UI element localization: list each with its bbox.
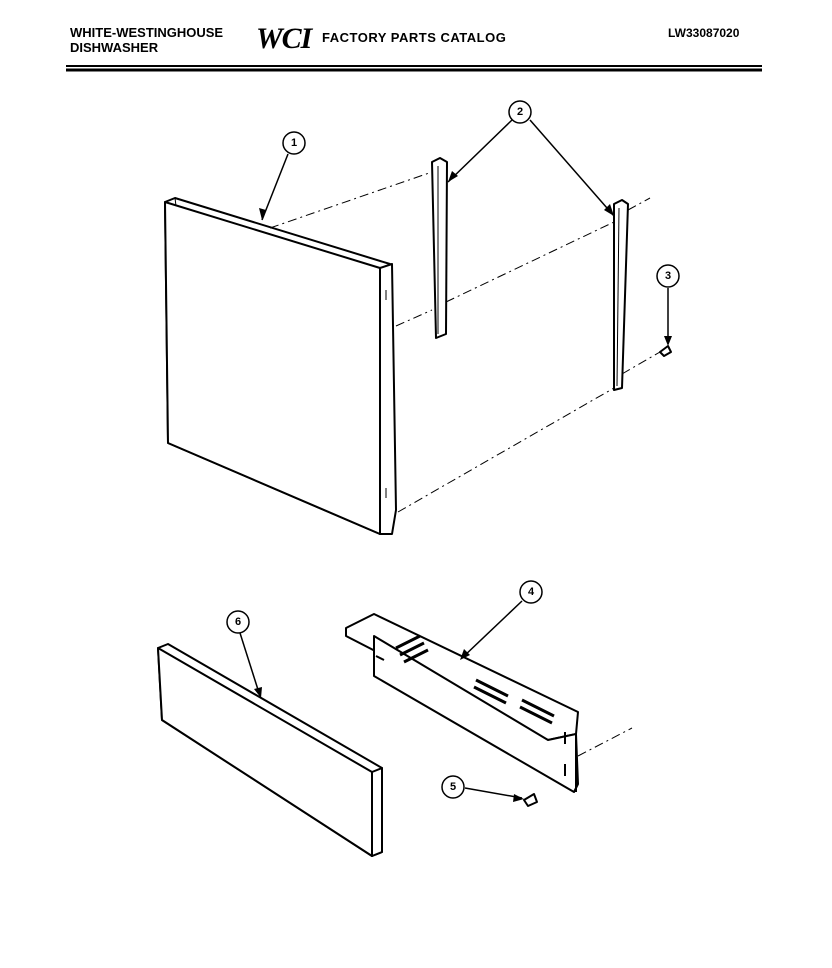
leader-lines <box>239 119 672 802</box>
callout-4: 4 <box>519 580 543 604</box>
catalog-title: FACTORY PARTS CATALOG <box>322 30 506 45</box>
callout-3: 3 <box>656 264 680 288</box>
toe-kick-bracket <box>345 613 579 793</box>
callout-1-label: 1 <box>291 137 297 149</box>
callout-6-label: 6 <box>235 616 241 628</box>
screw-5 <box>523 793 538 807</box>
callout-1: 1 <box>282 131 306 155</box>
callout-5: 5 <box>441 775 465 799</box>
trim-strips <box>431 157 629 391</box>
header: WHITE-WESTINGHOUSE DISHWASHER WCI FACTOR… <box>66 22 762 72</box>
model-number: LW33087020 <box>668 26 740 40</box>
callout-2-label: 2 <box>517 106 523 118</box>
callout-6: 6 <box>226 610 250 634</box>
wci-logo: WCI <box>256 22 314 55</box>
assembly-lines <box>269 171 661 757</box>
door-panel <box>164 197 397 535</box>
callout-2: 2 <box>508 100 532 124</box>
kick-panel <box>157 643 383 857</box>
brand-line-2: DISHWASHER <box>70 40 159 55</box>
brand-line-1: WHITE-WESTINGHOUSE <box>70 25 223 40</box>
callout-3-label: 3 <box>665 270 671 282</box>
callout-5-label: 5 <box>450 781 456 793</box>
screw-3 <box>659 345 672 357</box>
callout-4-label: 4 <box>528 586 535 598</box>
